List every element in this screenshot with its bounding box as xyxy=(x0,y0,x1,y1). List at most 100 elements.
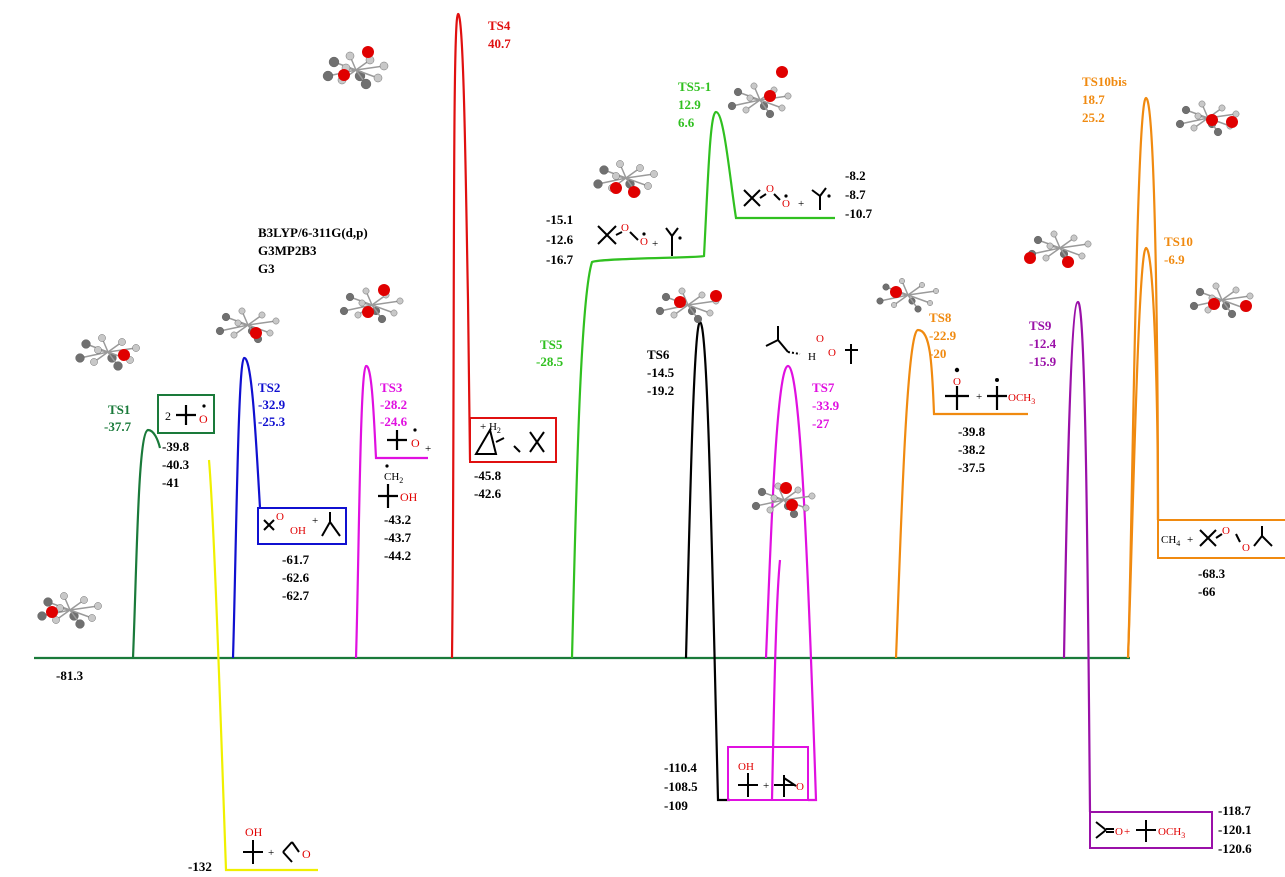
ts1-down-product-oxygen: O xyxy=(302,847,311,861)
ts5-1-product-structure xyxy=(743,187,827,210)
ts3-product-oxygen: O xyxy=(411,436,420,450)
ts5-curve xyxy=(570,110,835,659)
ts9-product-energy-3: -120.6 xyxy=(1218,841,1252,856)
ts6-label: TS6 xyxy=(647,347,670,362)
ts9-label: TS9 xyxy=(1029,318,1052,333)
ts1-product-coef: 2 xyxy=(165,409,171,423)
ts2-product-energy-1: -61.7 xyxy=(282,552,310,567)
ts7-curve xyxy=(764,364,818,802)
ts3-product-plus: + xyxy=(425,443,431,455)
ts5-1-energy-1: 12.9 xyxy=(678,97,701,112)
ts1-down-product-plus: + xyxy=(268,847,274,859)
ts8-label: TS8 xyxy=(929,310,952,325)
ts1-product-energy-3: -41 xyxy=(162,475,179,490)
ts7-complex-hydrogen: H xyxy=(808,351,816,363)
ts6-energy-2: -19.2 xyxy=(647,383,674,398)
ts3-product-hydroxyl: OH xyxy=(400,490,418,504)
ts9-product-box xyxy=(1089,811,1213,849)
ts7-product-oxygen: O xyxy=(796,781,804,793)
ts2-product-box xyxy=(257,507,347,545)
ts10bis-energy-2: 25.2 xyxy=(1082,110,1105,125)
radical-dot xyxy=(413,428,417,432)
ts7-label: TS7 xyxy=(812,380,835,395)
ts3-product-ch2: CH2 xyxy=(384,471,403,485)
ts5-1-molecule xyxy=(727,66,792,119)
ts2-product-hydroxyl: OH xyxy=(290,525,306,537)
radical-dot xyxy=(954,367,960,373)
ts5-intermediate-oxygen-2: O xyxy=(640,236,648,248)
ts3-label: TS3 xyxy=(380,380,403,395)
ts10bis-curve xyxy=(1126,96,1160,659)
ts4-product-h2: + H2 xyxy=(480,421,501,435)
ts9-curve xyxy=(1062,300,1092,813)
ts3-product-tbu-2 xyxy=(378,484,398,508)
ts5-1-product-energy-1: -8.2 xyxy=(845,168,866,183)
ts4-energy: 40.7 xyxy=(488,36,511,51)
ts7-product-structure xyxy=(738,773,797,797)
ts5-1-product-oxygen-2: O xyxy=(782,198,790,210)
ts10-molecule xyxy=(1189,282,1254,319)
ts10-product-methane: CH4 xyxy=(1161,534,1180,548)
ts9-product-oxygen: O xyxy=(1115,826,1123,838)
ts8-product-structure xyxy=(945,386,1007,410)
ts7-energy-2: -27 xyxy=(812,416,830,431)
ts5-intermediate-structure xyxy=(597,225,679,256)
ts6-energy-1: -14.5 xyxy=(647,365,675,380)
ts8-product-energy-2: -38.2 xyxy=(958,442,985,457)
ts1-down-curve xyxy=(207,459,318,872)
ts10-product-oxygen-1: O xyxy=(1222,525,1230,537)
ts6-product-box xyxy=(727,746,809,801)
ts3-product-energy-2: -43.7 xyxy=(384,530,412,545)
ts7-complex-oxygen-1: O xyxy=(816,333,824,345)
ts4-product-box xyxy=(469,417,557,463)
ts1-product-energy-2: -40.3 xyxy=(162,457,190,472)
ts6-molecule xyxy=(655,287,722,324)
ts9-product-energy-2: -120.1 xyxy=(1218,822,1252,837)
ts10-product-energy-2: -66 xyxy=(1198,584,1216,599)
ts1-down-product-energy: -132 xyxy=(188,859,212,874)
ts3-curve xyxy=(354,364,428,659)
ts5-label: TS5 xyxy=(540,337,563,352)
ts6-product-energy-3: -109 xyxy=(664,798,688,813)
ts10-label: TS10 xyxy=(1164,234,1193,249)
ts2-product-structure xyxy=(263,512,341,537)
reactant-molecule xyxy=(37,592,102,629)
ts4-product-structure xyxy=(474,427,545,455)
ts3-molecule xyxy=(339,284,404,324)
ts6-curve xyxy=(684,320,730,802)
ts2-product-oxygen: O xyxy=(276,511,284,523)
ts3-product-energy-1: -43.2 xyxy=(384,512,411,527)
radical-dot xyxy=(995,378,999,382)
ts2-curve xyxy=(231,356,262,659)
ts10-product-oxygen-2: O xyxy=(1242,542,1250,554)
ts1-product-tbu xyxy=(176,405,196,425)
ts10-product-box xyxy=(1157,519,1285,559)
ts5-1-product-plus: + xyxy=(798,198,804,210)
ts10-product-structure xyxy=(1199,526,1273,547)
ts8-product-methoxy: OCH3 xyxy=(1008,392,1035,406)
ts9-energy-1: -12.4 xyxy=(1029,336,1057,351)
ts8-molecule-2 xyxy=(1024,230,1092,268)
ts1-down-product-oh: OH xyxy=(245,825,263,839)
ts8-product-energy-3: -37.5 xyxy=(958,460,986,475)
ts5-molecule xyxy=(593,160,658,198)
ts5-intermediate-energy-2: -12.6 xyxy=(546,232,574,247)
ts7-complex-oxygen-2: O xyxy=(828,347,836,359)
ts4-product-energy-1: -45.8 xyxy=(474,468,502,483)
ts4-curve xyxy=(450,12,472,659)
ts10-curve xyxy=(1126,246,1160,659)
ts1-molecule xyxy=(75,334,140,371)
ts7-product-hydroxyl: OH xyxy=(738,761,754,773)
ts1-product-oxygen: O xyxy=(199,412,208,426)
radical-dot xyxy=(642,232,646,236)
ts5-1-label: TS5-1 xyxy=(678,79,711,94)
ts2-energy-1: -32.9 xyxy=(258,397,286,412)
ts8-curve xyxy=(894,328,1028,659)
ts9-product-plus: + xyxy=(1124,826,1130,838)
ts5-intermediate-oxygen-1: O xyxy=(621,222,629,234)
ts9-product-energy-1: -118.7 xyxy=(1218,803,1251,818)
ts1-label: TS1 xyxy=(108,402,130,417)
ts8-product-oxygen: O xyxy=(953,376,961,388)
ts5-1-product-energy-3: -10.7 xyxy=(845,206,873,221)
